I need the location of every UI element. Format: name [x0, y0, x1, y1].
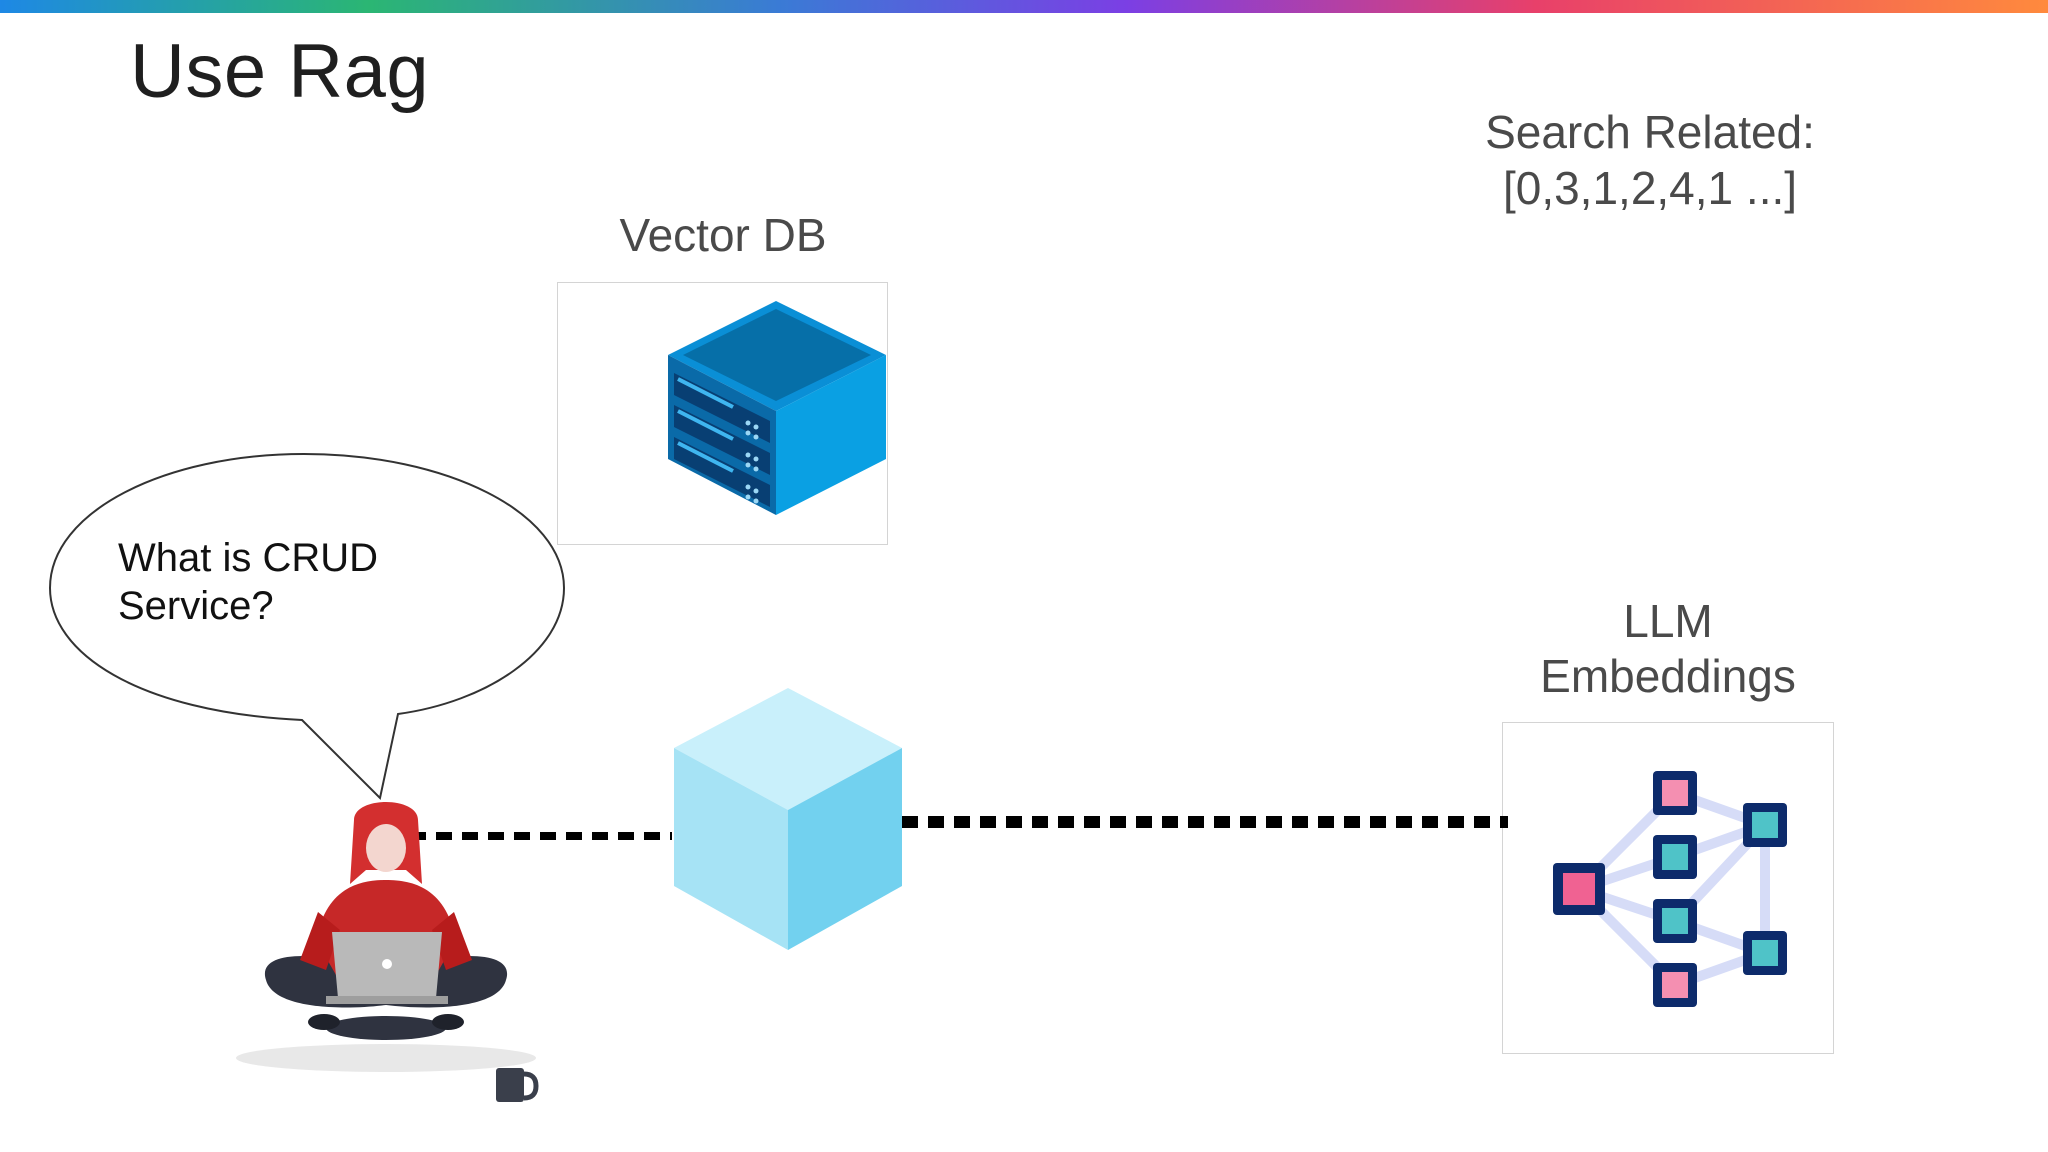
mug-icon [496, 1068, 524, 1102]
server-stack-icon [668, 301, 886, 515]
top-gradient-bar [0, 0, 2048, 13]
neural-network-icon [1553, 771, 1787, 1007]
vector-db-box [557, 282, 888, 545]
person-with-laptop-icon [236, 802, 539, 1102]
speech-line1: What is CRUD [118, 536, 379, 580]
speech-line2: Service? [118, 584, 274, 628]
search-related-vector: [0,3,1,2,4,1 ...] [1502, 162, 1798, 214]
llm-label-line1: LLM [1623, 595, 1713, 647]
cube-icon [674, 688, 902, 950]
llm-label-line2: Embeddings [1540, 650, 1796, 702]
speech-bubble [48, 452, 566, 801]
connector-cube-to-llm [902, 816, 1508, 828]
search-related-text: Search Related: [0,3,1,2,4,1 ...] [1400, 104, 1900, 216]
search-related-heading: Search Related: [1485, 106, 1815, 158]
speech-bubble-text: What is CRUD Service? [118, 534, 458, 630]
vector-db-label: Vector DB [619, 209, 827, 261]
slide-title: Use Rag [130, 29, 430, 114]
llm-embeddings-label: LLM Embeddings [1502, 594, 1834, 704]
llm-embeddings-box [1502, 722, 1834, 1054]
connector-user-to-cube [410, 832, 672, 840]
